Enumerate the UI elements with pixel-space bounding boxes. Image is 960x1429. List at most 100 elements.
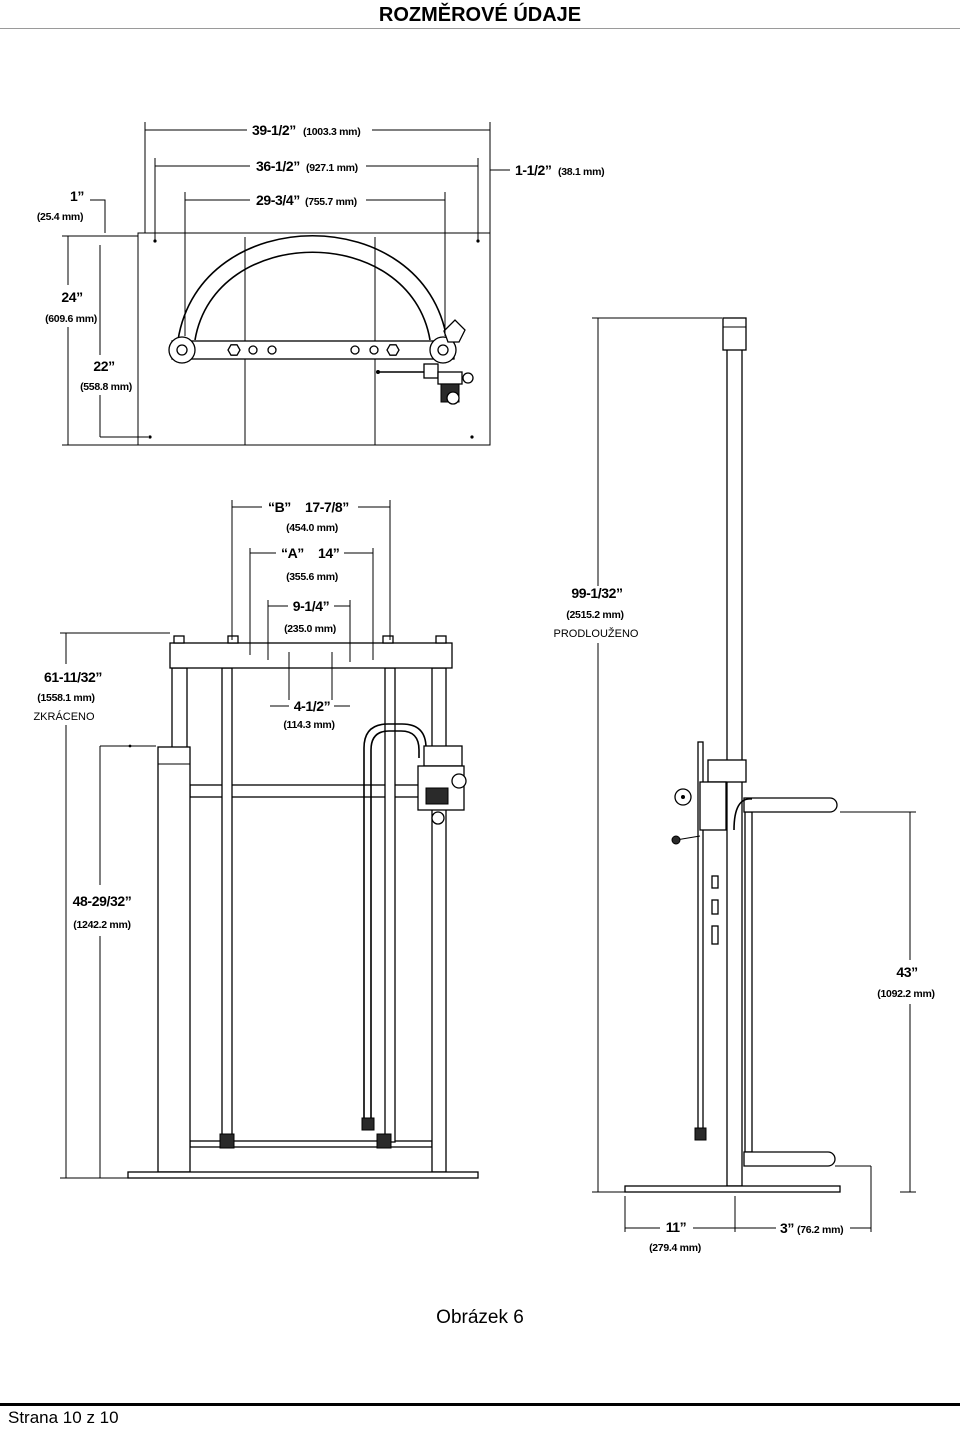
dimension-metric: (1558.1 mm) — [37, 692, 94, 704]
mounting-plate — [137, 232, 491, 446]
bolt — [173, 635, 185, 644]
arch-end-bracket — [443, 319, 466, 343]
dimension-value: 3” — [780, 1220, 794, 1236]
dimension-metric: (454.0 mm) — [286, 522, 338, 534]
regulator-assembly — [417, 745, 467, 825]
dimension-metric: (279.4 mm) — [649, 1242, 701, 1254]
top-view-drawing: 39-1/2” (1003.3 mm) 36-1/2” (927.1 mm) 1… — [37, 122, 605, 446]
dimension-43: 43” (1092.2 mm) — [840, 811, 935, 1193]
side-hose-fitting — [694, 1127, 707, 1141]
footer-rule — [0, 1403, 960, 1406]
dimension-value: 24” — [61, 289, 82, 305]
side-view-drawing: 99-1/32” (2515.2 mm) PRODLOUŽENO 43” (10… — [554, 317, 935, 1254]
front-view-drawing: “B” 17-7/8” (454.0 mm) “A” 14” (355.6 mm… — [33, 499, 479, 1179]
dimension-metric: (2515.2 mm) — [566, 609, 623, 621]
mounting-hole — [470, 435, 474, 439]
dimension-b: “B” 17-7/8” (454.0 mm) — [231, 499, 391, 640]
bolt — [227, 635, 239, 644]
right-rod — [384, 667, 396, 1143]
dimension-metric: (558.8 mm) — [80, 381, 132, 393]
dimension-value: 4-1/2” — [294, 698, 331, 714]
dimension-9-1-4: 9-1/4” (235.0 mm) — [267, 598, 351, 662]
left-outer-column — [157, 746, 191, 1173]
page-header: ROZMĚROVÉ ÚDAJE — [0, 0, 960, 29]
dimension-value: 11” — [666, 1219, 687, 1235]
mounting-hole — [148, 435, 152, 439]
dimension-label: “A” — [281, 545, 304, 561]
pump-assembly — [376, 363, 474, 405]
bar-hole — [369, 345, 379, 355]
hex-nut — [227, 344, 241, 356]
dimension-99-1-32: 99-1/32” (2515.2 mm) PRODLOUŽENO — [554, 317, 722, 1193]
figure-caption: Obrázek 6 — [436, 1307, 524, 1328]
bar-hole — [267, 345, 277, 355]
dimension-value: 61-11/32” — [44, 669, 102, 685]
dimension-note: ZKRÁCENO — [33, 710, 95, 723]
bolt — [435, 635, 447, 644]
foot-plate — [624, 1185, 841, 1193]
bolt — [382, 635, 394, 644]
right-column — [431, 667, 447, 1173]
dimension-value: 17-7/8” — [305, 499, 349, 515]
dimension-value: 9-1/4” — [293, 598, 330, 614]
bar-hole — [248, 345, 258, 355]
dimension-metric: (1003.3 mm) — [303, 126, 360, 138]
pulley-left-hub — [176, 344, 188, 356]
dimension-61-11-32: 61-11/32” (1558.1 mm) ZKRÁCENO — [33, 632, 170, 1179]
dimension-metric: (1092.2 mm) — [877, 988, 934, 1000]
valve-knob — [671, 835, 681, 845]
page-number: Strana 10 z 10 — [8, 1408, 119, 1427]
dimension-value: 1” — [70, 188, 84, 204]
arm-rail — [744, 811, 753, 1153]
arch-tube-inner — [194, 251, 431, 341]
dimension-metric: (114.3 mm) — [283, 719, 334, 731]
dimension-a: “A” 14” (355.6 mm) — [249, 545, 374, 660]
dimension-value: 29-3/4” — [256, 192, 300, 208]
cross-bar — [171, 340, 455, 360]
dimension-metric: (38.1 mm) — [558, 166, 604, 178]
dimension-metric: (755.7 mm) — [305, 196, 357, 208]
dimension-metric: (609.6 mm) — [45, 313, 97, 325]
dimension-metric: (25.4 mm) — [37, 211, 83, 223]
dimension-22: 22” (558.8 mm) — [80, 245, 148, 438]
dimension-value: 14” — [318, 545, 339, 561]
dimension-29-3-4: 29-3/4” (755.7 mm) — [184, 192, 446, 336]
hex-nut — [386, 344, 400, 356]
dimension-note: PRODLOUŽENO — [554, 627, 639, 640]
side-regulator-assembly — [671, 759, 747, 945]
hose-fitting — [361, 1117, 375, 1131]
dimension-24: 24” (609.6 mm) — [45, 235, 138, 446]
rod-fitting — [219, 1133, 235, 1149]
mast-cap — [722, 317, 747, 351]
base-plate — [127, 1171, 479, 1179]
arch-tube-outer — [177, 235, 448, 341]
bar-hole — [350, 345, 360, 355]
dimension-value: 43” — [896, 964, 917, 980]
dimension-value: 39-1/2” — [252, 122, 296, 138]
dimension-label: “B” — [268, 499, 291, 515]
dimension-value: 22” — [93, 358, 114, 374]
dimension-value: 99-1/32” — [571, 585, 622, 601]
dimension-4-1-2: 4-1/2” (114.3 mm) — [270, 652, 350, 731]
mounting-hole — [153, 239, 157, 243]
dimension-1: 1” (25.4 mm) — [37, 188, 106, 233]
mounting-hole — [476, 239, 480, 243]
upper-arm — [743, 797, 838, 813]
pulley-right-hub — [437, 344, 449, 356]
dimension-metric: (927.1 mm) — [306, 162, 358, 174]
dimension-metric: (1242.2 mm) — [73, 919, 130, 931]
dimension-48-29-32: 48-29/32” (1242.2 mm) — [73, 744, 156, 1178]
foot-tube — [743, 1151, 836, 1167]
dimension-36-1-2: 36-1/2” (927.1 mm) — [154, 158, 479, 240]
left-inner-tube — [171, 667, 188, 749]
hose-inner — [370, 730, 420, 1125]
dimension-metric: (76.2 mm) — [797, 1224, 843, 1236]
top-plate — [169, 642, 453, 669]
dimension-11: 11” (279.4 mm) — [624, 1196, 776, 1254]
dimension-1-1-2: 1-1/2” (38.1 mm) — [490, 162, 605, 178]
hose-outer — [363, 723, 427, 1125]
dimension-metric: (235.0 mm) — [284, 623, 336, 635]
dimension-value: 48-29/32” — [73, 893, 132, 909]
dimension-value: 1-1/2” — [515, 162, 552, 178]
